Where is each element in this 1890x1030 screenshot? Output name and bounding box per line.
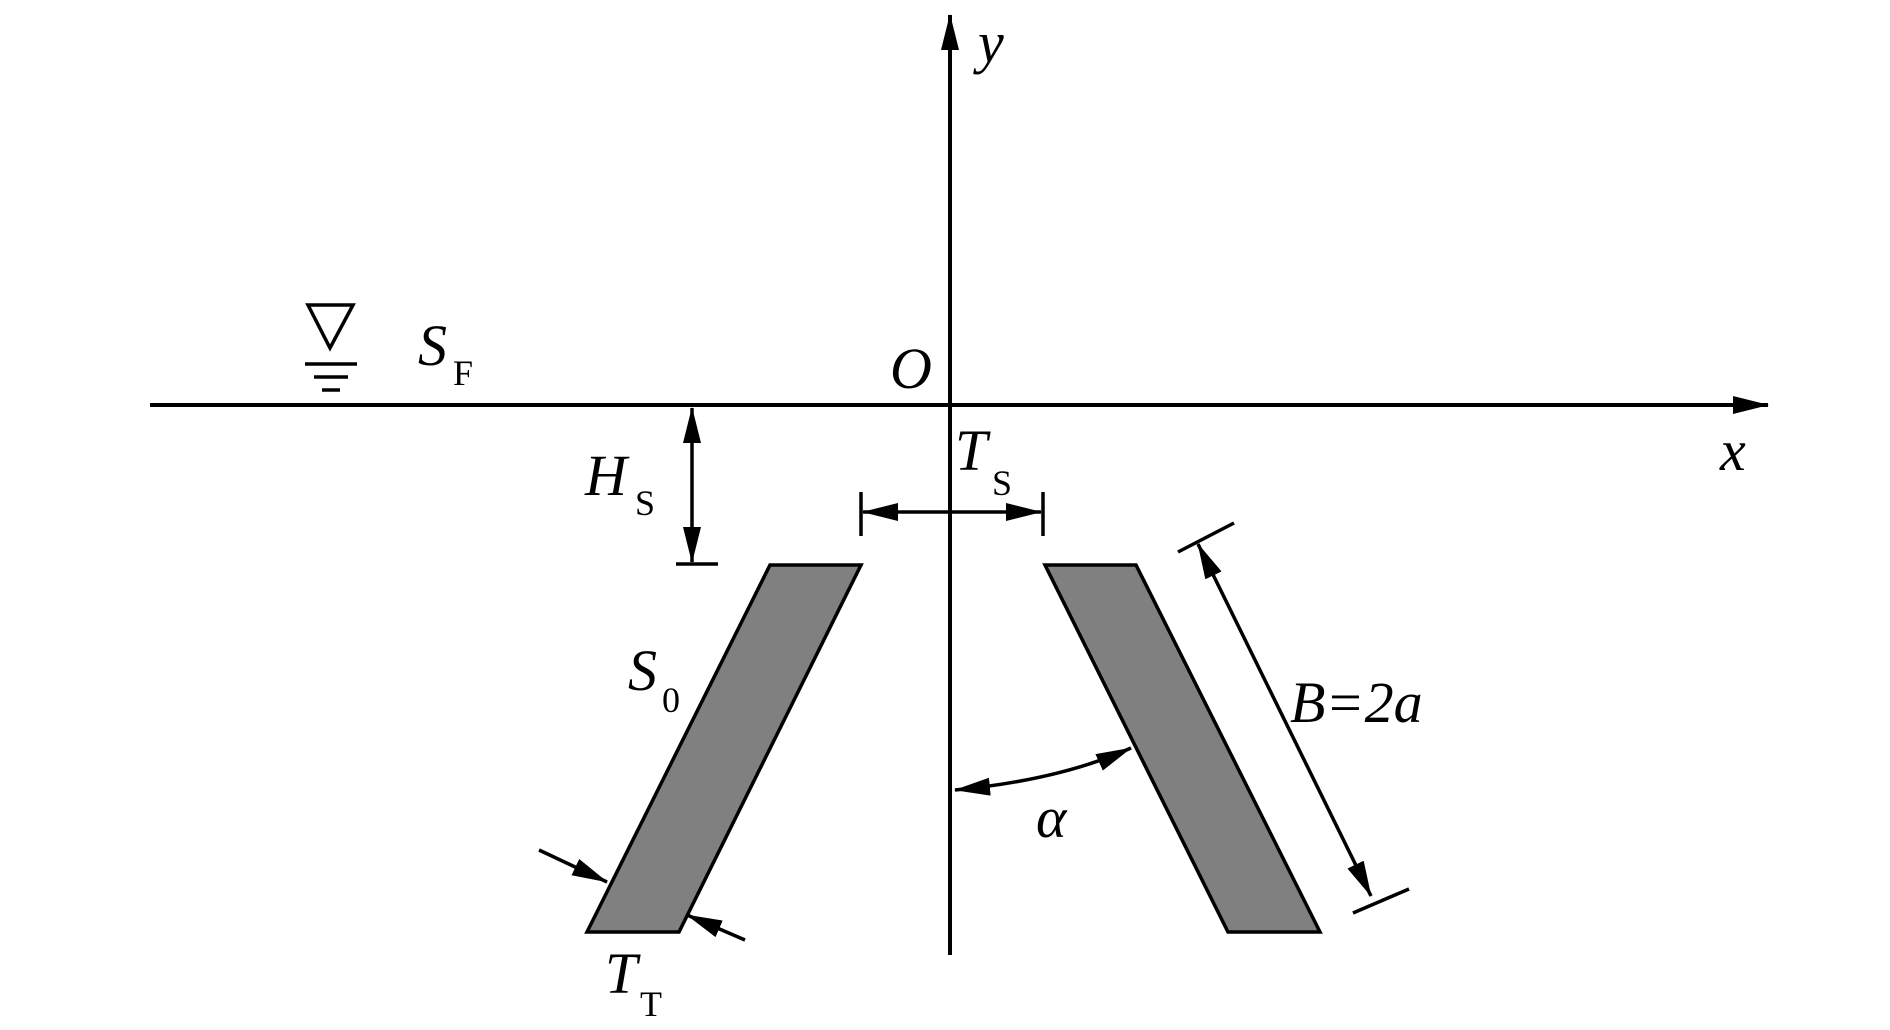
submergence-label: H (584, 443, 630, 508)
width-dimension (1196, 543, 1373, 897)
right-plate (1042, 563, 1323, 934)
free-surface-label: S (418, 313, 447, 378)
body-surface-subscript: 0 (662, 680, 680, 720)
left-plate (584, 563, 864, 934)
thickness-arrow-right (686, 913, 746, 942)
x-axis-label: x (1719, 418, 1746, 483)
width-label: B=2a (1290, 670, 1423, 735)
angle-arc (954, 746, 1132, 796)
thickness-subscript: T (640, 984, 662, 1024)
submergence-subscript: S (635, 483, 655, 523)
origin-label: O (890, 336, 932, 401)
body-surface-label: S (628, 638, 657, 703)
width-tick-top (1177, 521, 1235, 554)
spacing-label: T (955, 418, 991, 483)
free-surface-subscript: F (453, 353, 473, 393)
angle-label: α (1036, 785, 1068, 850)
water-level-icon (305, 303, 357, 392)
thickness-arrow-left (538, 848, 608, 884)
width-tick-bottom (1352, 887, 1410, 915)
y-axis-label: y (973, 10, 1004, 75)
thickness-label: T (605, 941, 641, 1006)
spacing-subscript: S (992, 463, 1012, 503)
